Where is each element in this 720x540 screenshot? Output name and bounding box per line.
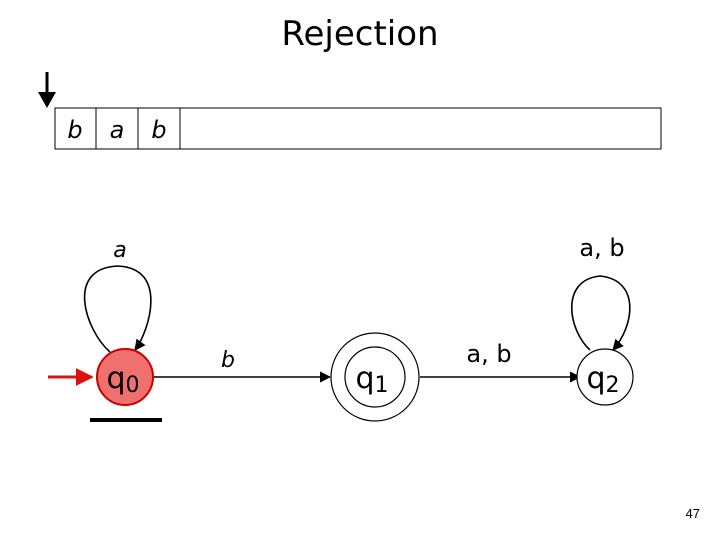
state-q0: q0 — [96, 348, 154, 406]
tape-head-arrow — [38, 72, 56, 108]
tape-cell-3: b — [151, 116, 166, 144]
state-q2-label: q2 — [586, 361, 619, 398]
q0-q1-label: b — [221, 348, 235, 373]
tape-cell-1: b — [67, 116, 82, 144]
slide-title: Rejection — [281, 14, 439, 54]
q0-loop-label: a — [113, 238, 126, 263]
transition-q0-q1: b — [154, 348, 332, 383]
tape-cell-2: a — [110, 116, 125, 144]
tape-frame — [54, 107, 662, 150]
q2-loop-label: a, b — [579, 234, 624, 262]
state-q2: q2 — [576, 348, 634, 406]
state-q1: q1 — [330, 332, 420, 422]
state-q0-label: q0 — [106, 361, 139, 398]
transition-q1-q2: a, b — [420, 340, 582, 383]
q0-self-loop: a — [83, 238, 152, 353]
page-number: 47 — [685, 506, 700, 521]
state-q1-label: q1 — [355, 361, 388, 398]
q2-self-loop: a, b — [571, 234, 631, 351]
q1-q2-label: a, b — [466, 340, 511, 368]
input-tape: b a b — [54, 107, 662, 150]
